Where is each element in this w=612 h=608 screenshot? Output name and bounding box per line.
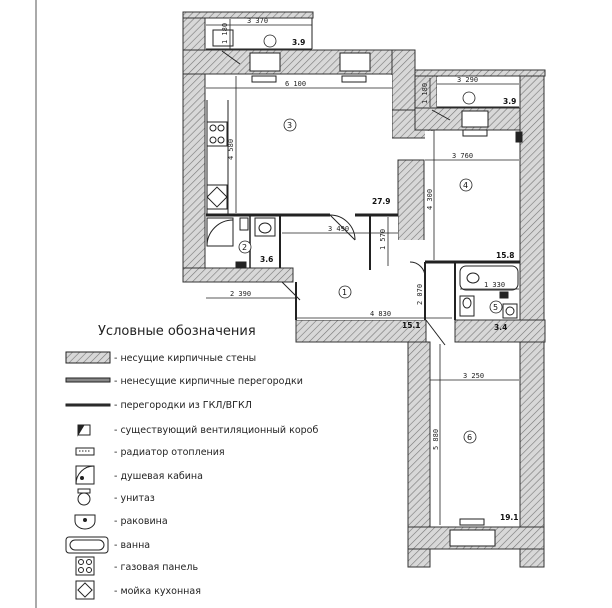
sink-icon [74,514,96,530]
room-area-6: 19.1 [500,513,519,522]
legend-label-5: - душевая кабина [114,471,203,482]
dim-hall-h: 2 070 [416,284,424,305]
legend-title: Условные обозначения [98,324,256,339]
legend-label-9: - газовая панель [114,562,198,573]
dim-room4-w: 3 760 [452,152,473,160]
dim-room3-w: 6 100 [285,80,306,88]
room-numbers: 1 2 3 4 5 6 [242,121,498,442]
room-num-1: 1 [342,288,347,297]
room-num-5: 5 [493,303,498,312]
dim-room4-h: 4 300 [426,189,434,210]
balcony-area-top: 3.9 [292,38,305,47]
toilet-icon [77,488,91,506]
legend-label-6: - унитаз [114,493,155,504]
legend-labels: - несущие кирпичные стены - ненесущие ки… [114,353,318,597]
legend-label-0: - несущие кирпичные стены [114,353,256,364]
legend-label-1: - ненесущие кирпичные перегородки [114,376,303,387]
legend-label-10: - мойка кухонная [114,586,201,597]
doors [221,50,451,346]
dim-balcony-right-h: 1 180 [421,83,429,104]
radiator-icon [75,447,95,456]
dimension-lines [206,19,519,525]
dim-wc-w: 2 390 [230,290,251,298]
dim-bath-w: 1 330 [484,281,505,289]
room-area-5: 3.4 [494,323,507,332]
kitchen-sink-icon [75,580,95,600]
room-num-3: 3 [287,121,292,130]
room-areas: 15.1 3.6 27.9 15.8 3.4 19.1 3.9 3.9 [260,38,519,522]
legend-label-8: - ванна [114,540,150,551]
room-num-6: 6 [467,433,472,442]
brick-partition-icon [65,377,111,383]
dimension-labels: 3 370 1 180 3 290 1 180 6 100 4 580 3 49… [221,17,505,450]
dim-balcony-right-w: 3 290 [457,76,478,84]
legend-label-2: - перегородки из ГКЛ/ВГКЛ [114,400,252,411]
hatched-wall-icon [65,351,111,364]
room-markers [238,34,503,444]
load-bearing-walls [182,11,546,568]
shower-icon [75,465,95,485]
balcony-area-right: 3.9 [503,97,516,106]
dim-balcony-top-w: 3 370 [247,17,268,25]
legend-label-3: - существующий вентиляционный короб [114,425,318,436]
windows [212,29,496,547]
gkl-partition-icon [65,403,111,407]
kitchen-fixtures [206,100,229,215]
room-fills [206,19,519,526]
dim-room3-h: 4 580 [227,139,235,160]
legend-icons [65,351,111,600]
vent-box-icon [77,424,91,437]
room-area-4: 15.8 [496,251,515,260]
dim-room6-h: 5 880 [432,429,440,450]
room-area-3: 27.9 [372,197,391,206]
dim-room6-w: 3 250 [463,372,484,380]
dim-corridor-w: 3 490 [328,225,349,233]
room-num-2: 2 [242,243,247,252]
bathroom-fixtures [206,217,519,319]
radiators [251,75,488,526]
bathtub-icon [65,536,109,554]
room-area-2: 3.6 [260,255,273,264]
legend-label-4: - радиатор отопления [114,447,225,458]
room-num-4: 4 [463,181,468,190]
dim-hall-w: 4 830 [370,310,391,318]
room-area-1: 15.1 [402,321,421,330]
dim-wc-h: 1 570 [379,229,387,250]
dim-balcony-top-h: 1 180 [221,23,229,44]
gas-stove-icon [75,556,95,576]
vent-boxes [235,131,523,299]
legend-label-7: - раковина [114,516,168,527]
